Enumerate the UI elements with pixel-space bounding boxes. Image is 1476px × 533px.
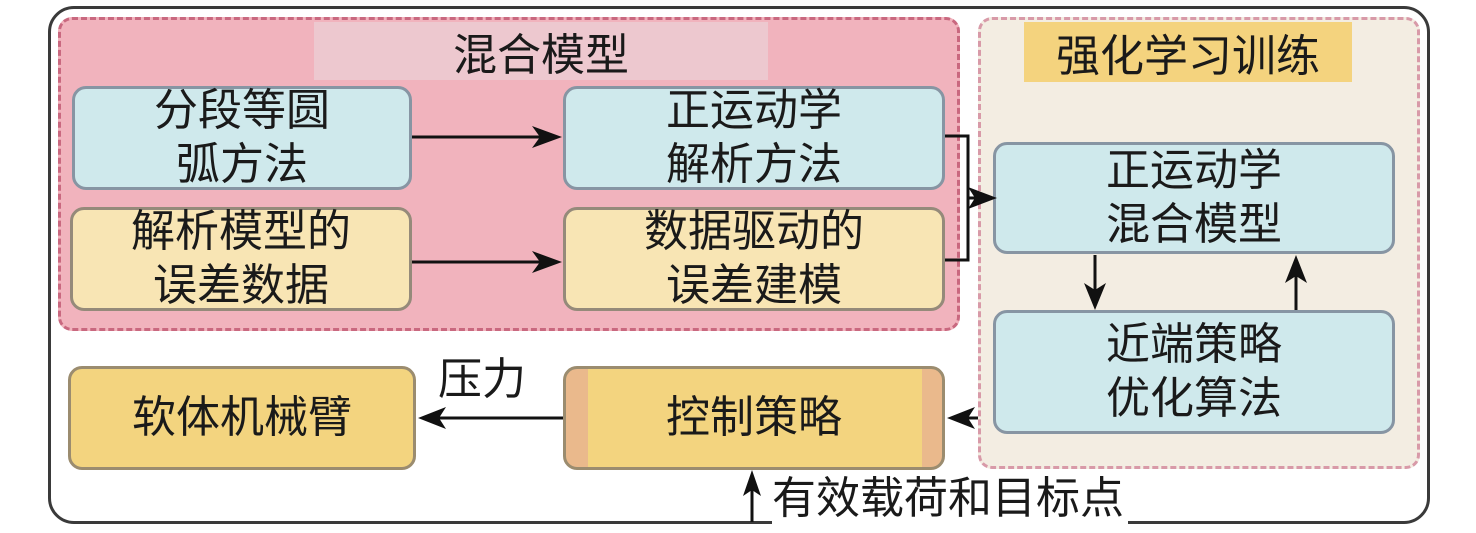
arrowhead <box>418 407 446 429</box>
edge-label-pressure: 压力 <box>438 354 526 405</box>
arrowhead <box>743 470 761 496</box>
node-data-driven-error-modeling: 数据驱动的 误差建模 <box>563 206 945 311</box>
arrowhead <box>968 187 997 209</box>
arrowhead <box>532 251 562 273</box>
node-forward-kinematics-hybrid: 正运动学 混合模型 <box>993 142 1395 254</box>
arrowhead <box>532 126 562 148</box>
arrowhead <box>947 407 975 429</box>
node-control-policy: 控制策略 <box>563 366 945 470</box>
arrowhead <box>1084 283 1106 310</box>
edge-label-payload-target: 有效载荷和目标点 <box>772 474 1128 524</box>
bracket-merge <box>945 134 970 262</box>
node-piecewise-arc: 分段等圆 弧方法 <box>72 85 412 190</box>
arrowhead <box>1285 255 1307 283</box>
rl-training-title: 强化学习训练 <box>1024 22 1352 82</box>
node-ppo-algorithm: 近端策略 优化算法 <box>993 310 1395 434</box>
hybrid-model-title: 混合模型 <box>314 22 768 81</box>
node-soft-robotic-arm: 软体机械臂 <box>68 366 416 470</box>
node-analytic-error-data: 解析模型的 误差数据 <box>70 206 412 311</box>
node-forward-kinematics-analytic: 正运动学 解析方法 <box>563 85 945 190</box>
